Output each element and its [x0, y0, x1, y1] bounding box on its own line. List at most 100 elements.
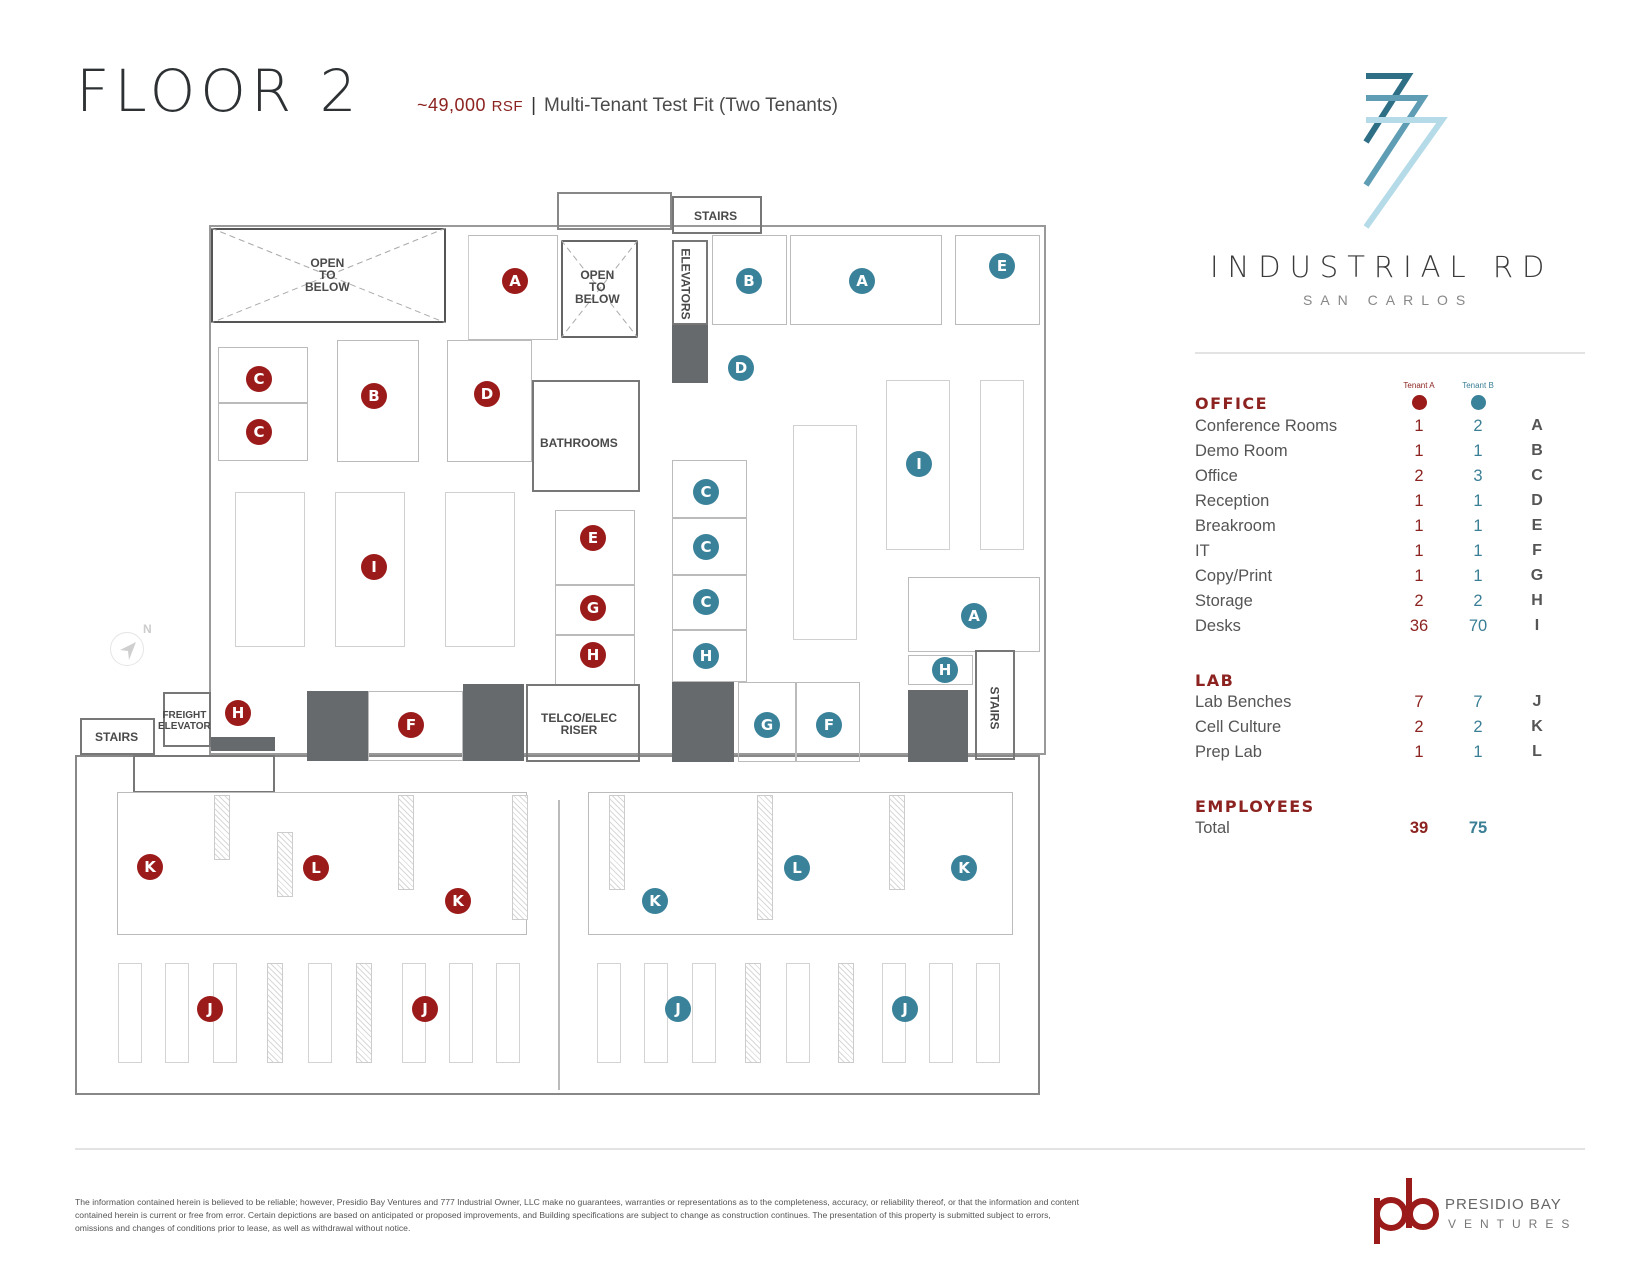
desk-cluster: [235, 492, 305, 647]
disclaimer-text: The information contained herein is beli…: [75, 1197, 1079, 1233]
legend-row-label: Office: [1195, 467, 1238, 485]
core-block: [211, 737, 275, 751]
legend-row-label: Reception: [1195, 492, 1270, 510]
fume-hood: [512, 795, 528, 920]
it-room-a: [368, 691, 463, 761]
legend-row-label: Breakroom: [1195, 517, 1276, 535]
room-marker-j-tenant-a: J: [412, 996, 438, 1022]
lab-bench: [786, 963, 810, 1063]
copy-print-a: [555, 585, 635, 635]
room-marker-c-tenant-b: C: [693, 479, 719, 505]
legend-tenant-a-count: 1: [1414, 492, 1424, 510]
legend-tenant-a-count: 1: [1414, 567, 1424, 585]
lab-bench: [165, 963, 189, 1063]
core-block: [307, 691, 368, 761]
legend-tenant-b-count: 70: [1468, 617, 1488, 635]
legend-key-letter: J: [1532, 693, 1542, 710]
footer-divider: [75, 1148, 1585, 1150]
legend-tenant-a-count: 1: [1414, 417, 1424, 435]
room-marker-j-tenant-b: J: [892, 996, 918, 1022]
lab-divider: [558, 800, 560, 1090]
tenant-b-header: Tenant B: [1462, 381, 1494, 390]
lab-bench: [496, 963, 520, 1063]
copy-print-b: [738, 682, 796, 762]
777-logo-icon: [1363, 73, 1448, 229]
room-marker-k-tenant-b: K: [642, 888, 668, 914]
room-marker-k-tenant-b: K: [951, 855, 977, 881]
room-marker-c-tenant-a: C: [246, 366, 272, 392]
open-to-below-x-2: [561, 240, 638, 338]
legend-section-lab: LAB: [1195, 671, 1235, 690]
outer-wall-upper: [209, 225, 1046, 755]
bathrooms: [532, 380, 640, 492]
north-compass-icon: [110, 632, 144, 666]
legend-tenant-a-count: 1: [1414, 442, 1424, 460]
legend-row-label: Storage: [1195, 592, 1253, 610]
tenant-a-dot-icon: [1412, 395, 1427, 410]
legend-row-label: Demo Room: [1195, 442, 1288, 460]
office-c-1: [218, 347, 308, 403]
page-subtitle: ~49,000 RSF|Multi-Tenant Test Fit (Two T…: [417, 95, 838, 117]
room-marker-h-tenant-a: H: [225, 700, 251, 726]
subtitle-separator: |: [531, 95, 537, 116]
legend-tenant-b-count: 1: [1473, 743, 1483, 761]
legend-tenant-a-count: 2: [1414, 718, 1424, 736]
fume-hood: [757, 795, 773, 920]
fume-hood: [214, 795, 230, 860]
elevators: [672, 240, 708, 325]
office-c-b2: [672, 518, 747, 575]
legend-row-label: Copy/Print: [1195, 567, 1273, 585]
demo-room-b: [712, 235, 787, 325]
area-number: ~49,000: [417, 95, 487, 115]
legend-tenant-b-count: 2: [1473, 718, 1483, 736]
conference-a: [468, 235, 558, 340]
legend-row-label: Total: [1195, 819, 1230, 837]
lab-bench: [692, 963, 716, 1063]
room-marker-a-tenant-b: A: [849, 268, 875, 294]
legend-tenant-a-count: 1: [1414, 542, 1424, 560]
office-c-b3: [672, 575, 747, 630]
presidio-bay-monogram-icon: [1374, 1178, 1439, 1244]
room-marker-l-tenant-b: L: [784, 855, 810, 881]
room-marker-c-tenant-b: C: [693, 534, 719, 560]
legend-key-letter: G: [1530, 567, 1544, 584]
room-marker-i-tenant-b: I: [906, 451, 932, 477]
lab-bench: [597, 963, 621, 1063]
room-marker-h-tenant-a: H: [580, 642, 606, 668]
legend-row-label: Lab Benches: [1195, 693, 1292, 711]
total-tenant-a: 39: [1409, 819, 1429, 837]
legend-row-label: Desks: [1195, 617, 1241, 635]
lab-bench: [644, 963, 668, 1063]
legend-row-label: Prep Lab: [1195, 743, 1262, 761]
legend-row: Cell Culture 2 2 K: [1195, 718, 1595, 742]
lab-bench: [308, 963, 332, 1063]
legend-tenant-b-count: 1: [1473, 567, 1483, 585]
legend-row: Lab Benches 7 7 J: [1195, 693, 1595, 717]
legend-tenant-a-count: 2: [1414, 592, 1424, 610]
legend-tenant-a-count: 1: [1414, 517, 1424, 535]
legend-row: Demo Room 1 1 B: [1195, 442, 1595, 466]
legend-tenant-b-count: 2: [1473, 592, 1483, 610]
freight-elevator: [163, 692, 211, 747]
desk-cluster: [980, 380, 1024, 550]
room-marker-j-tenant-a: J: [197, 996, 223, 1022]
lab-bench: [118, 963, 142, 1063]
legend-row: Reception 1 1 D: [1195, 492, 1595, 516]
elevator-core: [672, 325, 708, 383]
legend-row: Breakroom 1 1 E: [1195, 517, 1595, 541]
legend-key-letter: F: [1532, 542, 1542, 559]
stairs-top: [672, 196, 762, 234]
office-c-2: [218, 403, 308, 461]
north-label: N: [143, 622, 152, 636]
tenant-b-dot-icon: [1471, 395, 1486, 410]
legend-key-letter: H: [1531, 592, 1543, 609]
legend-key-letter: D: [1531, 492, 1543, 509]
legend-key-letter: K: [1531, 718, 1543, 735]
legend-key-letter: A: [1531, 417, 1543, 434]
room-marker-f-tenant-a: F: [398, 712, 424, 738]
stairs-label: STAIRS: [987, 686, 1002, 730]
open-to-below-left: [211, 228, 446, 323]
